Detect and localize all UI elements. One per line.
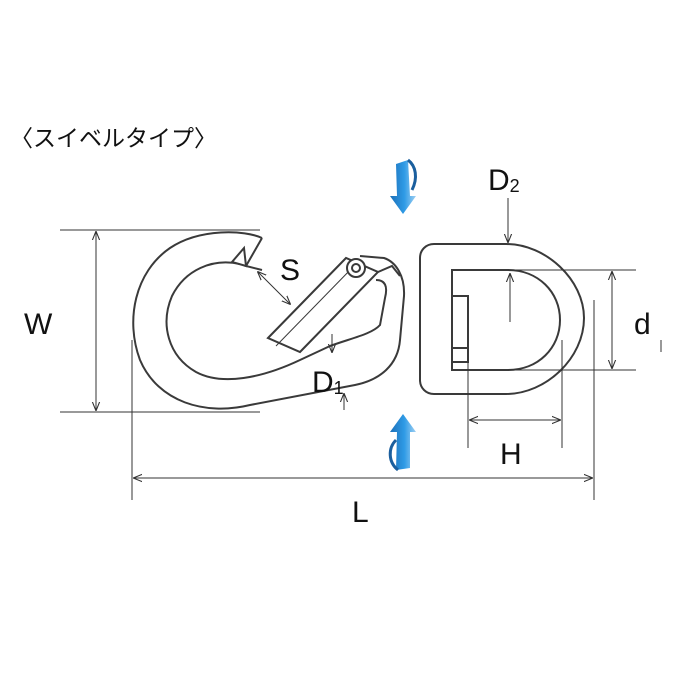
label-d1-sub: 1	[334, 378, 344, 398]
dimension-lines	[60, 198, 636, 500]
snap-hook-body	[132, 231, 406, 410]
label-h: H	[500, 438, 522, 471]
rotation-arrow-down-icon	[390, 158, 417, 214]
label-d2-sub: 2	[510, 176, 520, 196]
label-d: d	[634, 308, 651, 341]
label-d2-main: D	[488, 164, 510, 197]
swivel-eye	[419, 243, 586, 395]
label-l: L	[352, 496, 369, 529]
label-d1: D1	[312, 366, 344, 399]
label-d1-main: D	[312, 366, 334, 399]
rotation-arrow-up-icon	[388, 414, 416, 472]
diagram-title: 〈スイベルタイプ〉	[10, 126, 217, 152]
label-d2: D2	[488, 164, 520, 197]
dimension-labels: W S D1 D2 d H L	[24, 164, 662, 529]
snap-hook-gate	[266, 256, 401, 354]
label-w: W	[24, 308, 53, 341]
label-s: S	[280, 254, 300, 287]
